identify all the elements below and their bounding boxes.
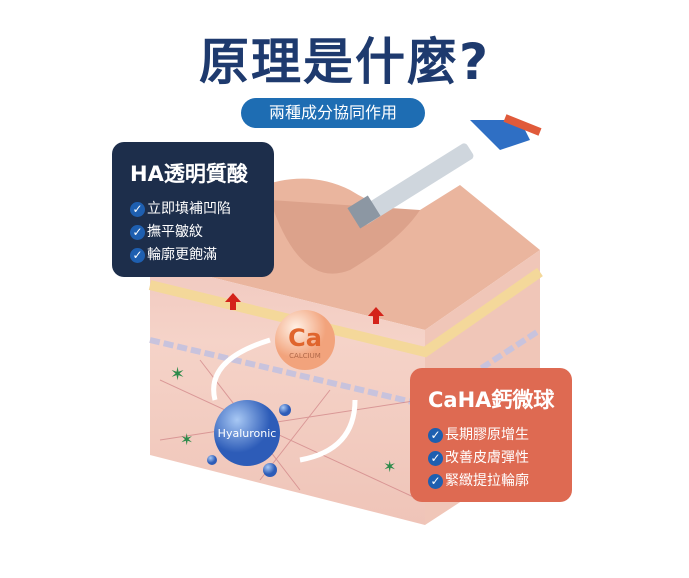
skin-dent [270, 200, 420, 274]
ha-title: HA透明質酸 [130, 162, 248, 186]
star-icon: ✶ [383, 457, 396, 476]
star-icon: ✶ [180, 430, 193, 449]
calcium-sphere [275, 310, 335, 370]
calcium-symbol: Ca [288, 324, 322, 352]
list-item: ✓撫平皺紋 [130, 221, 274, 244]
calcium-label: CALCIUM [289, 352, 321, 360]
skin-front-face [150, 262, 425, 525]
list-item: ✓輪廓更飽滿 [130, 244, 274, 267]
check-icon: ✓ [130, 225, 145, 240]
caha-title: CaHA鈣微球 [428, 388, 555, 412]
list-item: ✓緊緻提拉輪廓 [428, 470, 572, 493]
page-title: 原理是什麼? [198, 33, 490, 91]
syringe-icon [347, 114, 542, 229]
arrow-up-icon [225, 293, 241, 310]
list-item: ✓立即填補凹陷 [130, 198, 274, 221]
check-icon: ✓ [428, 428, 443, 443]
caha-info-box: CaHA鈣微球 ✓長期膠原增生 ✓改善皮膚彈性 ✓緊緻提拉輪廓 [410, 368, 572, 502]
check-icon: ✓ [130, 248, 145, 263]
check-icon: ✓ [130, 202, 145, 217]
star-icon: ✶ [170, 364, 185, 385]
list-item: ✓長期膠原增生 [428, 424, 572, 447]
hyaluronic-sphere [214, 400, 280, 466]
hyaluronic-label: Hyaluronic [218, 427, 277, 440]
subtitle-badge: 兩種成分協同作用 [241, 98, 425, 128]
list-item: ✓改善皮膚彈性 [428, 447, 572, 470]
ha-info-box: HA透明質酸 ✓立即填補凹陷 ✓撫平皺紋 ✓輪廓更飽滿 [112, 142, 274, 277]
check-icon: ✓ [428, 451, 443, 466]
arrow-up-icon [368, 307, 384, 324]
check-icon: ✓ [428, 474, 443, 489]
